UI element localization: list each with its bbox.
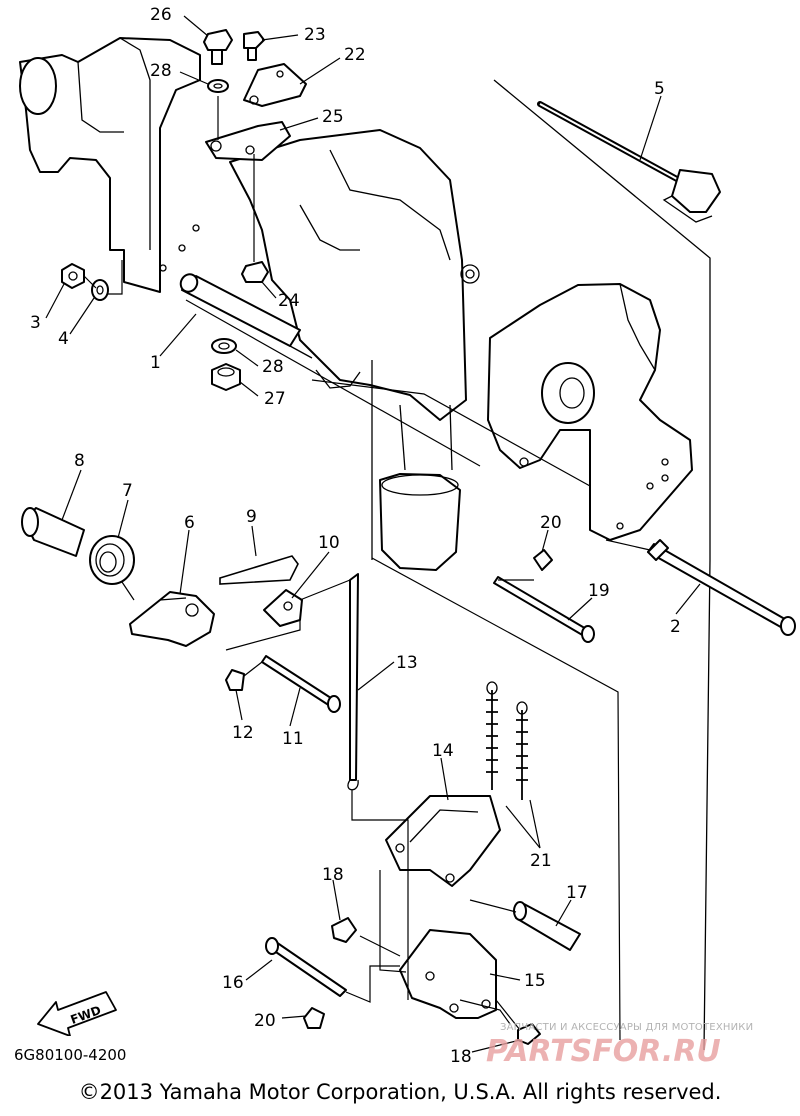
forward-direction-arrow: FWD: [37, 991, 117, 1036]
assembly-guide: [379, 870, 407, 973]
callout-18-lower: 18: [450, 1047, 472, 1067]
drawing-part-number: 6G80100-4200: [14, 1046, 127, 1064]
assembly-guide: [299, 579, 351, 601]
wire-part-9: [219, 555, 299, 585]
tube-part-1: [179, 273, 313, 359]
rod-part-13: [347, 573, 359, 791]
assembly-guide: [459, 999, 511, 1025]
callout-21: 21: [530, 851, 552, 871]
callout-1: 1: [150, 353, 161, 373]
bracket-part-14: [385, 795, 501, 887]
sleeve-part-8: [21, 507, 85, 557]
clip-part-20-lower: [303, 1007, 325, 1029]
callout-27-number: 27: [264, 389, 286, 409]
nut-part-27: [211, 363, 241, 391]
assembly-guide: [351, 790, 409, 1000]
washer-part-28-bottom: [211, 338, 237, 354]
bolt-part-2: [647, 539, 796, 636]
callout-6: 6: [184, 513, 195, 533]
assembly-guide: [495, 999, 521, 1031]
clamp-bracket-right: [487, 283, 693, 541]
springs-part-21: [486, 681, 528, 800]
washer-part-28-top: [207, 79, 229, 93]
spring-part-7: [89, 535, 135, 601]
callout-4: 4: [58, 329, 69, 349]
swivel-bracket-left: [19, 37, 201, 293]
lever-part-6: [129, 591, 215, 647]
callout-20-lower: 20: [254, 1011, 276, 1031]
assembly-guide: [243, 661, 263, 677]
assembly-guide: [605, 539, 651, 551]
callout-22: 22: [344, 45, 366, 65]
callout-7: 7: [122, 481, 133, 501]
plate-part-22: [243, 63, 307, 107]
callout-24: 24: [278, 291, 300, 311]
assembly-guide: [225, 620, 301, 651]
callout-leaders: [45, 15, 701, 1053]
dashed-assembly-line: [493, 79, 711, 1051]
plate-part-15: [399, 929, 497, 1019]
bracket-part-25: [205, 121, 291, 161]
assembly-guide: [469, 899, 517, 913]
nut-part-24: [241, 261, 269, 283]
clip-part-18-lower: [517, 1023, 541, 1045]
callout-9: 9: [246, 507, 257, 527]
pin-part-19: [493, 576, 595, 643]
copyright-notice: ©2013 Yamaha Motor Corporation, U.S.A. A…: [78, 1080, 722, 1104]
callout-3: 3: [30, 313, 41, 333]
callout-13: 13: [396, 653, 418, 673]
callout-28-bottom: 28: [262, 357, 284, 377]
hook-part-10: [263, 589, 303, 627]
callout-15: 15: [524, 971, 546, 991]
pin-part-11: [261, 655, 341, 713]
callout-10: 10: [318, 533, 340, 553]
pin-part-16: [265, 937, 347, 997]
watermark-logo: PARTSFOR.RU: [486, 1034, 721, 1067]
rod-part-5: [537, 101, 721, 223]
washer-part-4: [91, 279, 109, 301]
callout-5: 5: [654, 79, 665, 99]
callout-8: 8: [74, 451, 85, 471]
screw-part-23: [243, 31, 265, 61]
assembly-guide: [108, 260, 123, 295]
callout-labels: 26 23 28 22 25 24 28 28 27 3 4 1 5 8 7 6…: [30, 5, 681, 1067]
assembly-guide: [359, 935, 401, 957]
assembly-guide: [345, 965, 400, 1003]
callout-19: 19: [588, 581, 610, 601]
callout-20-upper: 20: [540, 513, 562, 533]
callout-23: 23: [304, 25, 326, 45]
nut-part-3: [61, 263, 85, 289]
clip-part-20-upper: [533, 549, 553, 571]
bolt-part-26: [203, 29, 233, 65]
clip-part-18-upper: [331, 917, 357, 943]
watermark-logo-text: PARTSFOR.RU: [486, 1034, 721, 1067]
callout-12: 12: [232, 723, 254, 743]
watermark-caption: ЗАПЧАСТИ И АКСЕССУАРЫ ДЛЯ МОТОТЕХНИКИ: [500, 1022, 754, 1033]
callout-26: 26: [150, 5, 172, 25]
assembly-guide: [371, 557, 621, 1041]
callout-11: 11: [282, 729, 304, 749]
callout-2: 2: [670, 617, 681, 637]
callout-25: 25: [322, 107, 344, 127]
callout-14: 14: [432, 741, 454, 761]
clip-part-12: [225, 669, 245, 691]
assembly-guide: [83, 275, 97, 289]
tube-part-17: [513, 901, 581, 951]
callout-28-top: 28: [150, 61, 172, 81]
callout-16: 16: [222, 973, 244, 993]
callout-18-upper: 18: [322, 865, 344, 885]
callout-17: 17: [566, 883, 588, 903]
swivel-bracket-center: [229, 129, 480, 571]
assembly-guide: [311, 379, 591, 487]
